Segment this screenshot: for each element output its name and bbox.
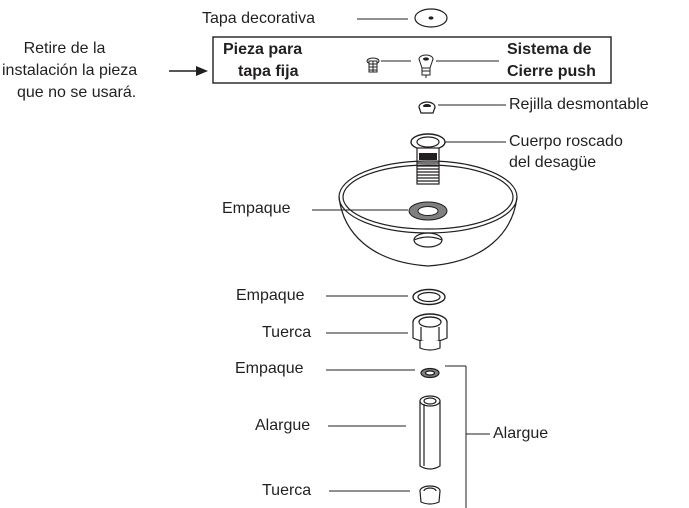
small-gasket-part (420, 367, 440, 379)
fixed-cap-piece-part (366, 57, 380, 73)
sink-bowl (338, 160, 518, 267)
decorative-cap-part (414, 8, 448, 28)
label-bottom-nut: Tuerca (262, 482, 312, 499)
label-fixed-cap-piece-1: Pieza para (223, 41, 303, 58)
label-remove-line-1: Retire de la (23, 40, 106, 57)
label-drain-body-2: del desagüe (509, 154, 597, 171)
label-nut: Tuerca (262, 324, 312, 341)
label-extension-group: Alargue (493, 425, 549, 442)
lower-gasket-part (412, 288, 446, 306)
label-small-gasket: Empaque (235, 360, 304, 377)
nut-part (412, 313, 448, 351)
bowl-gasket-part (408, 201, 448, 221)
bottom-nut-part (419, 485, 441, 505)
removable-grid-part (418, 101, 436, 114)
label-removable-grid: Rejilla desmontable (509, 96, 649, 113)
label-remove-line-2: instalación la pieza (2, 62, 138, 79)
label-bowl-gasket: Empaque (222, 200, 291, 217)
label-lower-gasket: Empaque (236, 287, 305, 304)
extension-tube-part (419, 395, 441, 470)
label-extension-tube: Alargue (255, 417, 311, 434)
label-drain-body-1: Cuerpo roscado (509, 133, 623, 150)
leader-lines (169, 18, 506, 508)
label-decorative-cap: Tapa decorativa (202, 10, 315, 27)
label-push-system-1: Sistema de (507, 41, 592, 58)
drain-body-part (410, 133, 446, 185)
label-fixed-cap-piece-2: tapa fija (238, 63, 299, 80)
label-push-system-2: Cierre push (507, 63, 596, 80)
label-remove-line-3: que no se usará. (17, 84, 137, 101)
push-system-part (418, 54, 434, 78)
option-box (212, 36, 612, 84)
